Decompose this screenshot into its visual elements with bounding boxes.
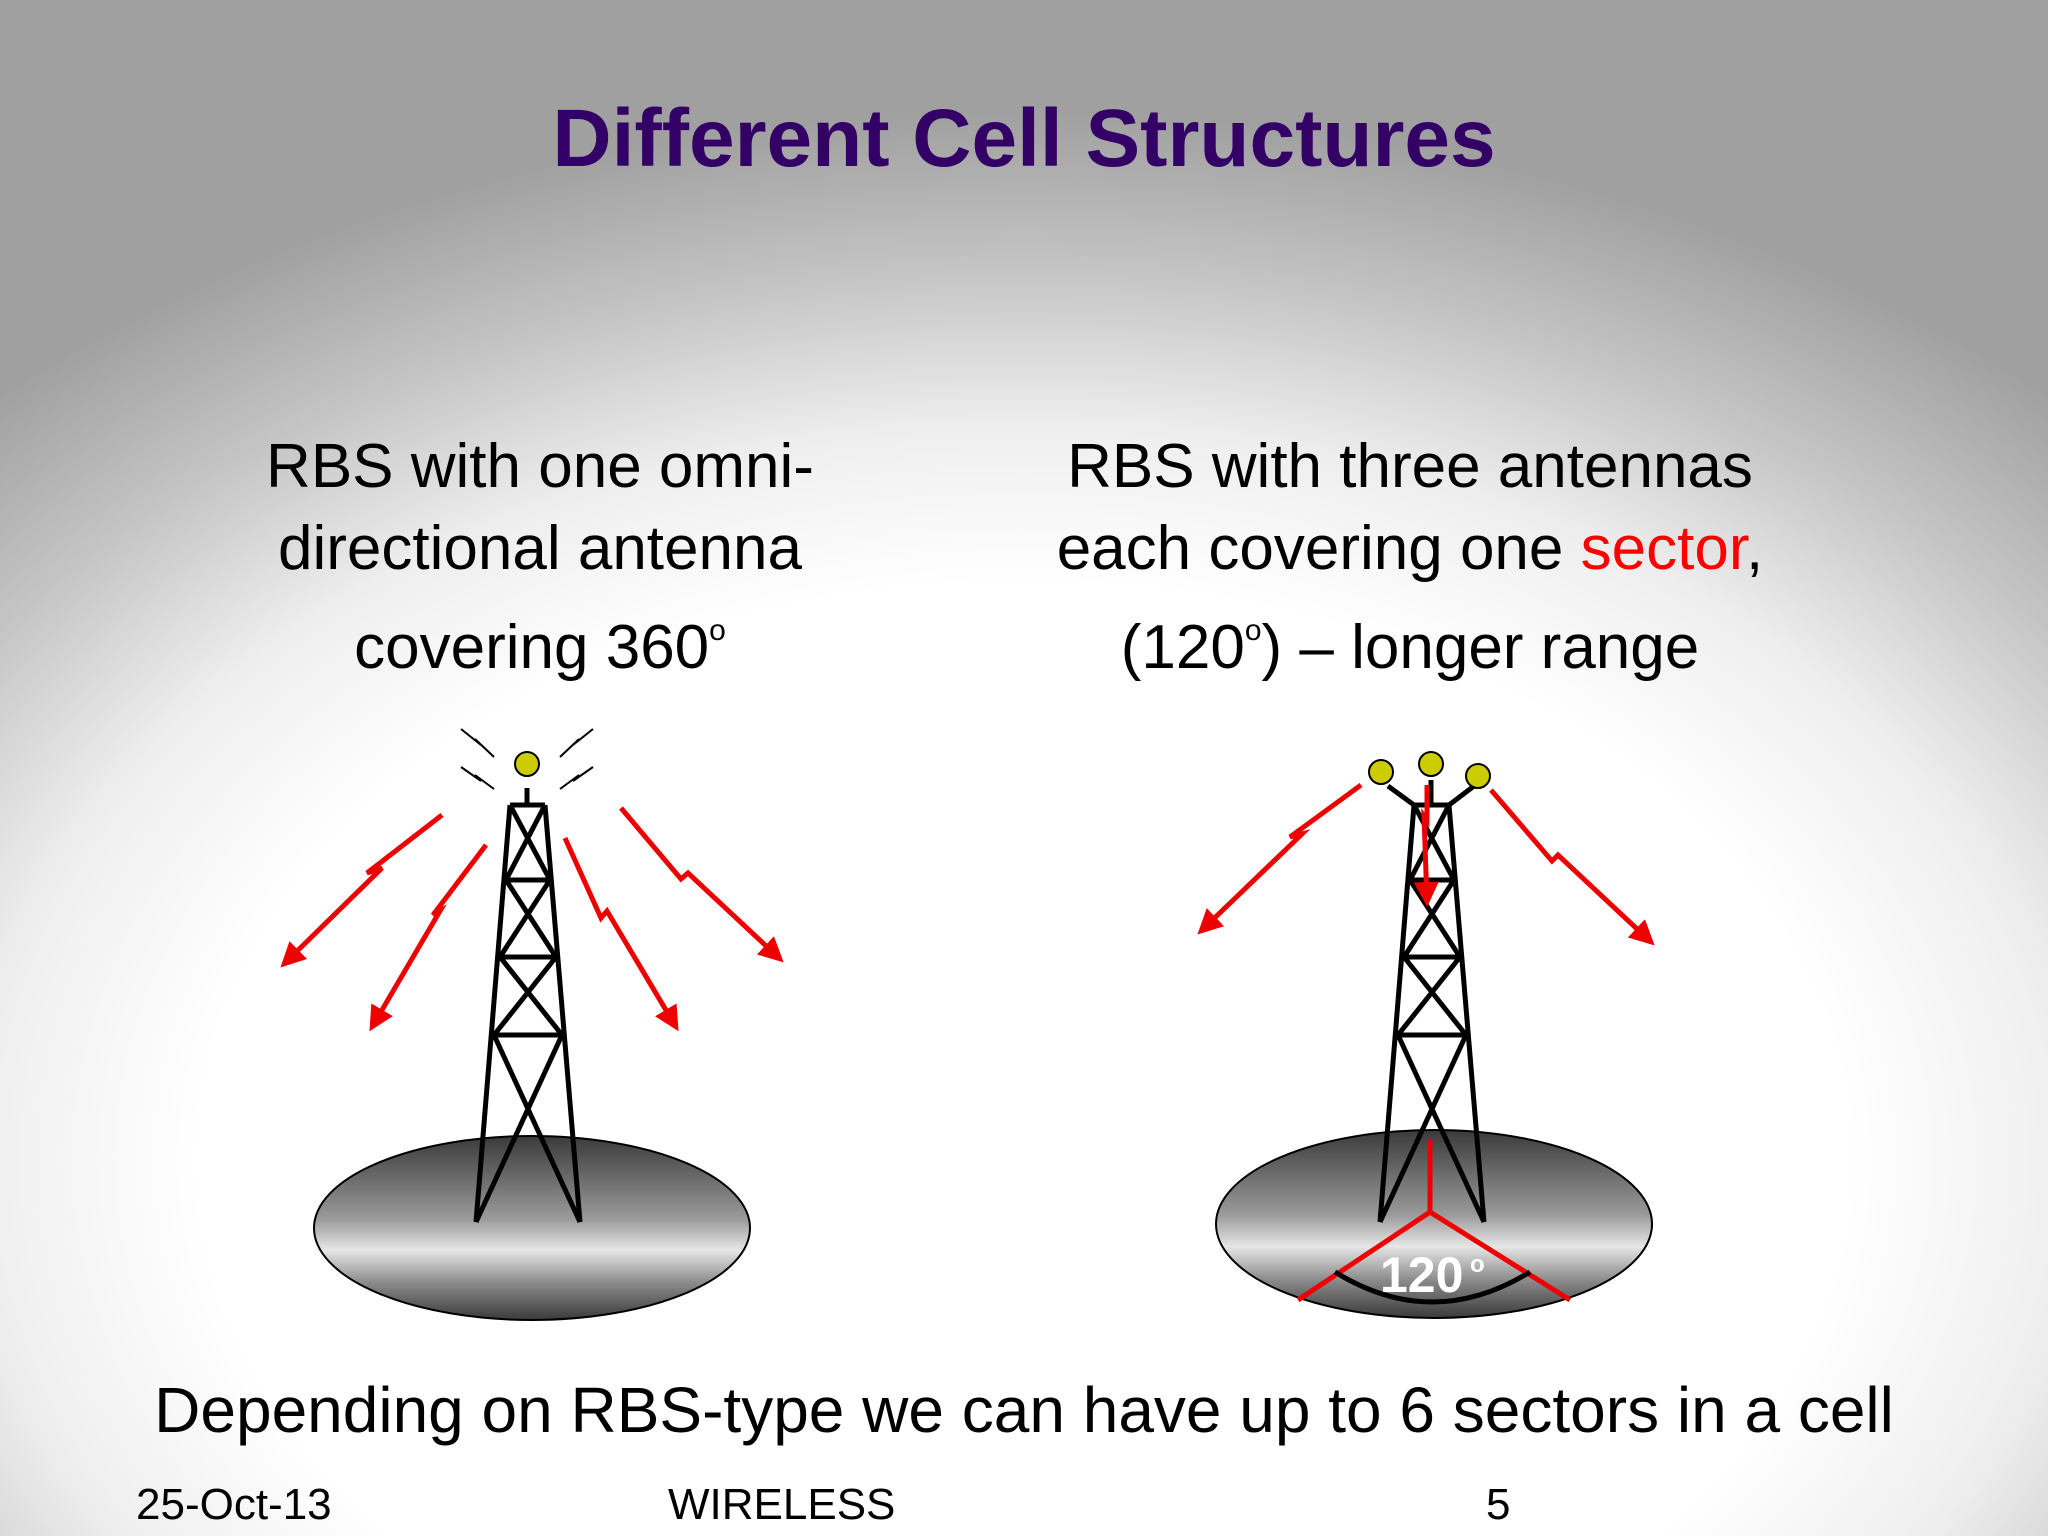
sector-boundaries	[1296, 1140, 1572, 1303]
signal-arrow-icon	[280, 813, 444, 968]
sector-arc	[1333, 1269, 1532, 1305]
signal-arrow-icon	[1413, 785, 1439, 907]
tower-icon	[1377, 780, 1487, 1224]
sector-caption-line1: RBS with three antennas	[1067, 432, 1753, 501]
slide-page-number: 5	[1486, 1480, 1511, 1529]
sector-antenna-icon	[1368, 759, 1394, 785]
slide-course: WIRELESS	[668, 1480, 896, 1529]
signal-arrows	[1197, 782, 1655, 946]
sector-caption: RBS with three antennas each covering on…	[960, 426, 1860, 689]
omni-antenna-icon	[514, 751, 540, 777]
sector-caption-line3-post: ) – longer range	[1261, 613, 1700, 682]
slide-date: 25-Oct-13	[136, 1480, 332, 1529]
degree-sup: o	[709, 614, 726, 647]
signal-arrows	[280, 806, 784, 1032]
sector-caption-line2-post: ,	[1746, 514, 1764, 583]
omni-caption-line3-text: covering 360	[354, 613, 710, 682]
signal-arrow-icon	[619, 806, 784, 963]
omni-caption-line2: directional antenna	[278, 514, 802, 583]
omni-caption-line3: covering 360o	[200, 590, 880, 689]
omni-caption: RBS with one omni- directional antenna c…	[200, 426, 880, 689]
signal-arrow-icon	[369, 843, 488, 1032]
sector-antenna-icon	[1418, 751, 1444, 777]
tower-icon	[473, 788, 583, 1224]
sectors-statement: Depending on RBS-type we can have up to …	[154, 1374, 1894, 1446]
signal-arrow-icon	[1489, 788, 1655, 946]
sector-caption-line2-pre: each covering one	[1056, 514, 1581, 583]
signal-arrow-icon	[562, 836, 679, 1032]
sector-caption-line3: (120o) – longer range	[960, 590, 1860, 689]
omni-rbs-diagram	[280, 728, 784, 1321]
coverage-disc-icon	[1215, 1129, 1653, 1319]
sector-highlight: sector	[1580, 514, 1747, 583]
omni-caption-line1: RBS with one omni-	[266, 432, 814, 501]
radiation-marks	[460, 728, 594, 790]
degree-sup: o	[1244, 614, 1262, 647]
sector-caption-line2: each covering one sector,	[960, 508, 1860, 590]
sector-angle-label: 120	[1380, 1247, 1463, 1303]
sector-rbs-diagram: 120 o	[1197, 751, 1655, 1319]
sector-antenna-icon	[1465, 763, 1491, 789]
degree-sup: o	[1470, 1251, 1485, 1278]
sector-caption-line3-pre: (120	[1120, 613, 1245, 682]
coverage-disc-icon	[313, 1135, 751, 1321]
signal-arrow-icon	[1197, 782, 1363, 935]
slide-title: Different Cell Structures	[552, 93, 1496, 184]
